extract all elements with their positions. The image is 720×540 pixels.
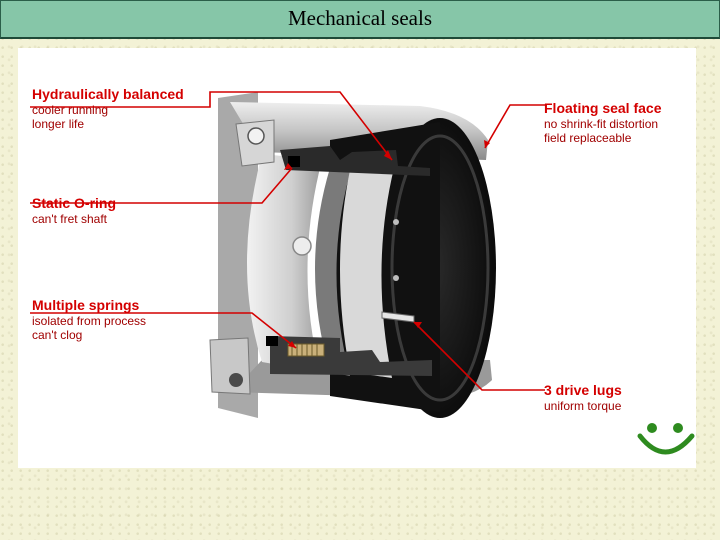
callout-floating: Floating seal face no shrink-fit distort… — [544, 100, 661, 146]
smiley-face-icon — [632, 406, 704, 464]
callout-oring: Static O-ring can't fret shaft — [32, 195, 116, 226]
leader-floating — [485, 105, 545, 148]
callout-hydraulic-heading: Hydraulically balanced — [32, 86, 184, 103]
slide-title: Mechanical seals — [1, 6, 719, 31]
callout-springs-line-2: can't clog — [32, 328, 146, 342]
callout-floating-line-2: field replaceable — [544, 131, 661, 145]
callout-hydraulic: Hydraulically balanced cooler running lo… — [32, 86, 184, 132]
callout-lugs-heading: 3 drive lugs — [544, 382, 622, 399]
callout-floating-heading: Floating seal face — [544, 100, 661, 117]
callout-oring-line-1: can't fret shaft — [32, 212, 116, 226]
callout-springs-line-1: isolated from process — [32, 314, 146, 328]
callout-oring-heading: Static O-ring — [32, 195, 116, 212]
callout-hydraulic-line-2: longer life — [32, 117, 184, 131]
callout-lugs-line-1: uniform torque — [544, 399, 622, 413]
callout-hydraulic-line-1: cooler running — [32, 103, 184, 117]
title-bar: Mechanical seals — [0, 0, 720, 39]
callout-lugs: 3 drive lugs uniform torque — [544, 382, 622, 413]
callout-springs-heading: Multiple springs — [32, 297, 146, 314]
callout-floating-line-1: no shrink-fit distortion — [544, 117, 661, 131]
callout-springs: Multiple springs isolated from process c… — [32, 297, 146, 343]
diagram-panel: Hydraulically balanced cooler running lo… — [18, 48, 696, 468]
